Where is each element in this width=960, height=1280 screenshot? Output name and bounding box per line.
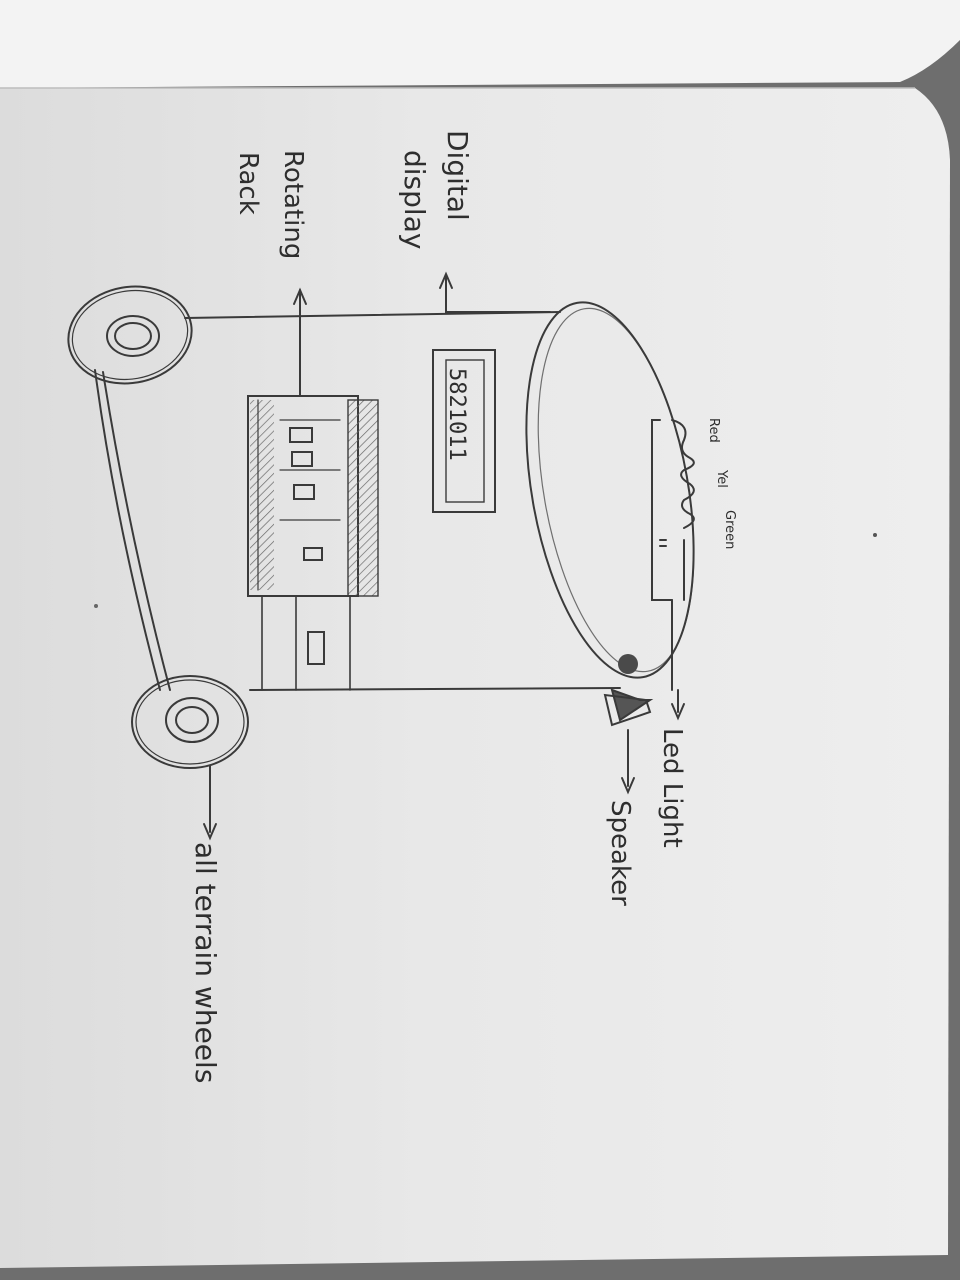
led-label-yellow: Yel [714,469,729,488]
chassis-back-rail [94,369,161,691]
robot-sketch [67,271,695,841]
wheel-top-hub [106,315,160,357]
led-circuit [651,419,673,601]
digital-display-screen [445,359,485,503]
rack-slot [303,547,323,561]
previous-page [0,0,960,88]
rack-slot [307,631,325,665]
speaker-cone [603,693,652,727]
label-display: display [398,150,431,249]
led-label-green: Green [722,510,737,549]
wheel-top [67,285,193,385]
chassis-bottom-rail [249,687,621,691]
rack-slot [293,484,315,500]
led-label-red: Red [706,418,721,443]
label-speaker: Speaker [605,800,635,906]
label-digital: Digital [441,130,474,221]
rack-slot [289,427,313,443]
wheel-bottom-hub [165,697,219,743]
label-layer: Digital display Rotating Rack Led Light … [189,130,737,1083]
notebook-page [0,88,950,1268]
digital-display-box [432,349,496,513]
rack-slot [291,451,313,467]
arrow-digital-display [445,274,551,313]
label-rack: Rack [233,152,263,215]
label-led-light: Led Light [657,728,687,848]
led-circuit-pulses [671,419,695,601]
display-reading: 5821011 [444,368,469,461]
label-rotating: Rotating [278,150,308,259]
label-wheels: all terrain wheels [189,842,222,1083]
wheel-bottom [131,675,249,769]
chassis-back-rail-inner [102,371,171,691]
